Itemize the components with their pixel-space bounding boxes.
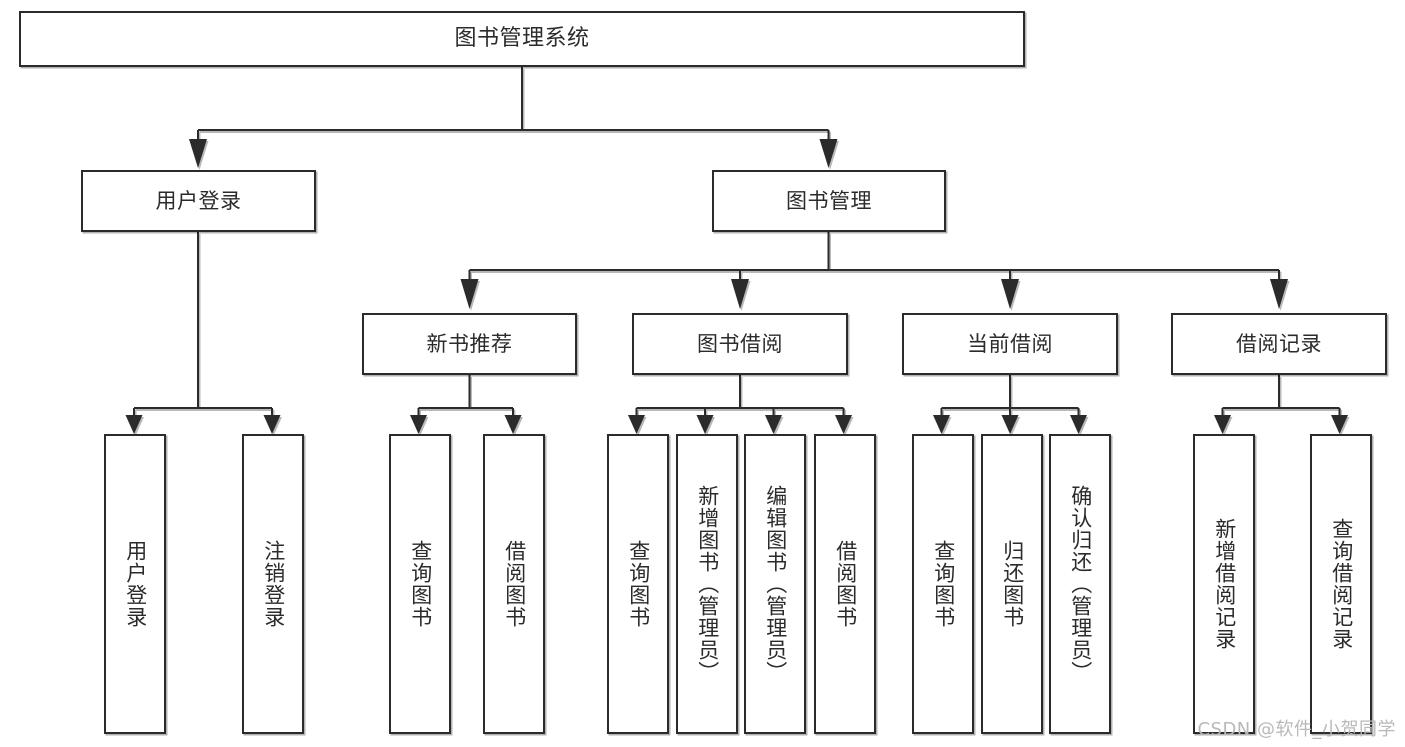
connector-bookborrow-to-leaves	[628, 375, 854, 436]
node-label: 查询图书	[626, 540, 651, 628]
node-leaf-add-borrow-record[interactable]: 新增借阅记录	[1193, 434, 1255, 734]
node-label: 借阅图书	[502, 540, 527, 628]
node-label: 确认归还（管理员）	[1068, 485, 1093, 683]
node-label: 图书管理	[786, 188, 872, 213]
node-leaf-confirm-return-admin[interactable]: 确认归还（管理员）	[1049, 434, 1111, 734]
node-leaf-borrow-book[interactable]: 借阅图书	[814, 434, 876, 734]
node-new-book-recommend[interactable]: 新书推荐	[362, 313, 577, 375]
node-leaf-edit-book-admin[interactable]: 编辑图书（管理员）	[744, 434, 806, 734]
node-label: 当前借阅	[967, 331, 1053, 356]
connector-root-to-level2	[189, 67, 839, 170]
connector-bookmgmt-to-level3	[460, 232, 1290, 311]
node-user-login[interactable]: 用户登录	[81, 170, 316, 232]
node-label: 图书管理系统	[454, 26, 590, 52]
node-label: 用户登录	[155, 188, 242, 213]
node-label: 查询图书	[408, 540, 433, 628]
node-label: 借阅图书	[833, 540, 858, 628]
watermark-text: CSDN @软件_小贺同学	[1197, 719, 1396, 740]
node-leaf-return-book[interactable]: 归还图书	[981, 434, 1043, 734]
node-leaf-query-book-newrec[interactable]: 查询图书	[389, 434, 451, 734]
node-label: 查询图书	[931, 540, 956, 628]
node-label: 注销登录	[261, 540, 286, 628]
node-label: 借阅记录	[1236, 331, 1322, 356]
connector-userlogin-to-leaves	[125, 232, 282, 436]
connector-newbook-to-leaves	[410, 375, 523, 436]
node-label: 新书推荐	[426, 331, 513, 356]
node-label: 用户登录	[123, 540, 148, 628]
node-label: 新增借阅记录	[1212, 518, 1237, 650]
node-leaf-query-book-current[interactable]: 查询图书	[912, 434, 974, 734]
node-current-borrow[interactable]: 当前借阅	[902, 313, 1118, 375]
node-leaf-borrow-book-newrec[interactable]: 借阅图书	[483, 434, 545, 734]
node-label: 编辑图书（管理员）	[763, 485, 788, 683]
node-leaf-query-borrow-record[interactable]: 查询借阅记录	[1310, 434, 1372, 734]
node-leaf-logout[interactable]: 注销登录	[242, 434, 304, 734]
node-book-borrow[interactable]: 图书借阅	[632, 313, 848, 375]
node-leaf-user-login[interactable]: 用户登录	[104, 434, 166, 734]
node-leaf-query-book-borrow[interactable]: 查询图书	[607, 434, 669, 734]
node-root-system[interactable]: 图书管理系统	[19, 11, 1025, 67]
connector-borrowrecord-to-leaves	[1214, 375, 1350, 436]
node-label: 图书借阅	[697, 331, 783, 356]
node-leaf-add-book-admin[interactable]: 新增图书（管理员）	[676, 434, 738, 734]
node-label: 查询借阅记录	[1329, 518, 1354, 650]
connector-currentborrow-to-leaves	[933, 375, 1089, 436]
node-borrow-record[interactable]: 借阅记录	[1171, 313, 1387, 375]
node-label: 新增图书（管理员）	[695, 485, 720, 683]
node-book-management[interactable]: 图书管理	[712, 170, 946, 232]
node-label: 归还图书	[1000, 540, 1025, 628]
